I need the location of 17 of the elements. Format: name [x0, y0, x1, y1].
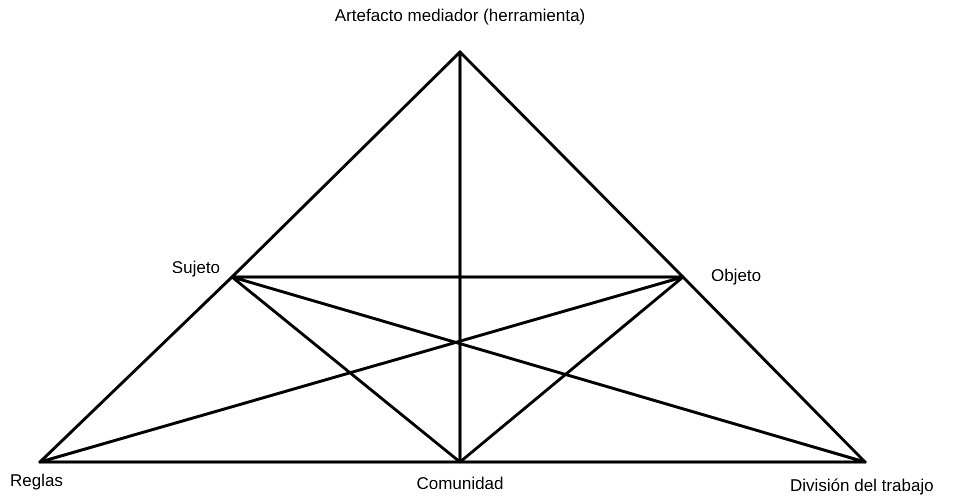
connecting-line	[38, 276, 234, 464]
connecting-line	[682, 276, 866, 464]
connecting-line	[230, 276, 866, 464]
vertex-label: Comunidad	[390, 462, 530, 494]
connecting-line	[458, 276, 684, 464]
connecting-line	[38, 276, 684, 464]
vertex-label: División del trabajo	[786, 462, 950, 496]
vertex-label: Artefacto mediador (herramienta)	[300, 6, 620, 52]
connecting-line	[458, 460, 866, 464]
vertex-label: Sujeto	[130, 258, 232, 282]
connecting-line	[458, 50, 684, 278]
vertex-label: Objeto	[683, 266, 783, 290]
connecting-line	[230, 50, 462, 278]
vertex-label: Reglas	[6, 462, 86, 492]
connecting-line	[230, 276, 684, 278]
connecting-line	[230, 276, 462, 464]
connecting-line	[38, 460, 462, 464]
